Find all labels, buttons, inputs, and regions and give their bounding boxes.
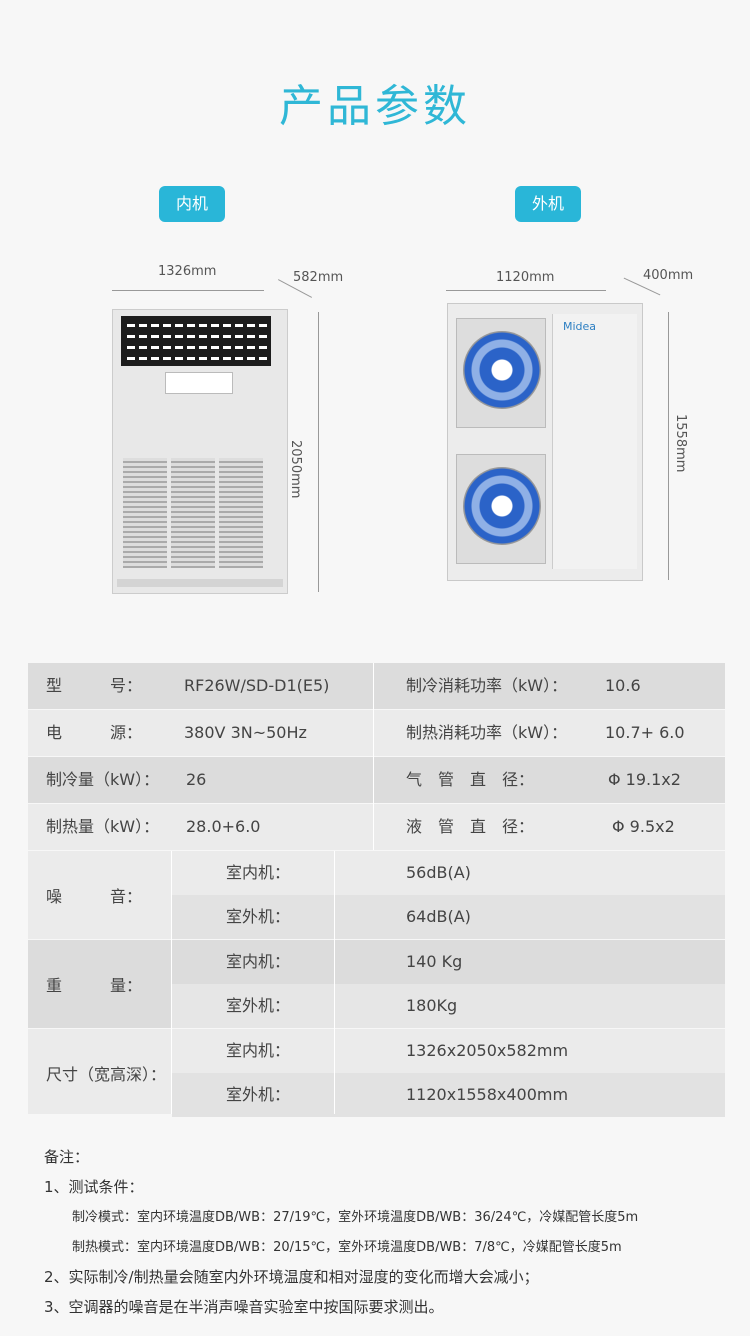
spec-row-model: 型 号： RF26W/SD-D1(E5) 制冷消耗功率（kW）： 10.6 (28, 663, 725, 709)
noise-outdoor-key: 室外机： (226, 907, 291, 926)
weight-indoor-key: 室内机： (226, 952, 291, 971)
spec-row-power: 电 源： 380V 3N~50Hz 制热消耗功率（kW）： 10.7+ 6.0 (28, 710, 725, 756)
outdoor-width-dimension: 1120mm (496, 270, 555, 285)
indoor-height-dimension: 2050mm (288, 440, 303, 499)
indoor-depth-dimension: 582mm (293, 270, 344, 285)
outdoor-label-badge: 外机 (515, 186, 581, 222)
size-indoor-row: 室内机： 1326x2050x582mm (172, 1029, 725, 1073)
size-indoor-key: 室内机： (226, 1041, 291, 1060)
size-indoor-value: 1326x2050x582mm (406, 1041, 569, 1060)
cool-power-value: 10.6 (605, 676, 641, 695)
indoor-base (117, 579, 283, 587)
cool-cap-label: 制冷量（kW）： (46, 770, 160, 789)
notes-heading: 备注： (44, 1148, 90, 1166)
note-2: 2、实际制冷/制热量会随室内外环境温度和相对湿度的变化而增大会减小； (44, 1268, 539, 1286)
spec-row-heat-capacity: 制热量（kW）： 28.0+6.0 液 管 直 径： Φ 9.5x2 (28, 804, 725, 850)
weight-indoor-value: 140 Kg (406, 952, 463, 971)
indoor-width-dimension: 1326mm (158, 264, 217, 279)
indoor-width-line (112, 290, 264, 291)
size-outdoor-key: 室外机： (226, 1085, 291, 1104)
spec-block-size: 尺寸（宽高深）： 室内机： 1326x2050x582mm 室外机： 1120x… (28, 1029, 725, 1117)
spec-block-noise: 噪 音： 室内机： 56dB(A) 室外机： 64dB(A) (28, 851, 725, 939)
outdoor-fan-bottom (456, 454, 546, 564)
weight-indoor-row: 室内机： 140 Kg (172, 940, 725, 984)
note-1: 1、测试条件： (44, 1178, 144, 1196)
outdoor-depth-dimension: 400mm (643, 268, 694, 283)
liquid-pipe-label: 液 管 直 径： (406, 817, 535, 836)
outdoor-width-line (446, 290, 606, 291)
liquid-pipe-value: Φ 9.5x2 (612, 817, 675, 836)
cool-cap-value: 26 (186, 770, 207, 789)
heat-cap-value: 28.0+6.0 (186, 817, 261, 836)
power-value: 380V 3N~50Hz (184, 723, 307, 742)
outdoor-side-panel: Midea (552, 314, 637, 569)
indoor-unit-image (112, 309, 288, 594)
spec-row-cool-capacity: 制冷量（kW）： 26 气 管 直 径： Φ 19.1x2 (28, 757, 725, 803)
weight-outdoor-row: 室外机： 180Kg (172, 984, 725, 1028)
indoor-air-outlet (121, 316, 271, 366)
outdoor-height-dimension: 1558mm (673, 414, 688, 473)
outdoor-height-line (668, 312, 669, 580)
note-1a: 制冷模式：室内环境温度DB/WB：27/19℃，室外环境温度DB/WB：36/2… (72, 1210, 639, 1225)
gas-pipe-label: 气 管 直 径： (406, 770, 535, 789)
heat-cap-label: 制热量（kW）： (46, 817, 160, 836)
indoor-grille-left (123, 458, 167, 568)
weight-label: 重 量： (46, 976, 143, 995)
noise-outdoor-value: 64dB(A) (406, 907, 471, 926)
note-1b: 制热模式：室内环境温度DB/WB：20/15℃，室外环境温度DB/WB：7/8℃… (72, 1240, 622, 1255)
brand-logo: Midea (563, 320, 597, 333)
noise-outdoor-row: 室外机： 64dB(A) (172, 895, 725, 939)
size-outdoor-row: 室外机： 1120x1558x400mm (172, 1073, 725, 1117)
weight-outdoor-key: 室外机： (226, 996, 291, 1015)
group-divider-1 (171, 851, 172, 1114)
indoor-grille-center (171, 458, 215, 568)
indoor-height-line (318, 312, 319, 592)
indoor-control-panel (165, 372, 233, 394)
noise-indoor-row: 室内机： 56dB(A) (172, 851, 725, 895)
outdoor-unit-image: Midea (447, 303, 643, 581)
indoor-label-badge: 内机 (159, 186, 225, 222)
outdoor-fan-top (456, 318, 546, 428)
weight-outdoor-value: 180Kg (406, 996, 458, 1015)
gas-pipe-value: Φ 19.1x2 (608, 770, 681, 789)
noise-indoor-key: 室内机： (226, 863, 291, 882)
note-3: 3、空调器的噪音是在半消声噪音实验室中按国际要求测出。 (44, 1298, 444, 1316)
size-label: 尺寸（宽高深）： (46, 1065, 167, 1084)
size-outdoor-value: 1120x1558x400mm (406, 1085, 569, 1104)
model-label: 型 号： (46, 676, 143, 695)
cool-power-label: 制冷消耗功率（kW）： (406, 676, 568, 695)
heat-power-value: 10.7+ 6.0 (605, 723, 685, 742)
noise-label: 噪 音： (46, 887, 143, 906)
spec-block-weight: 重 量： 室内机： 140 Kg 室外机： 180Kg (28, 940, 725, 1028)
column-divider (373, 663, 374, 850)
group-divider-2 (334, 851, 335, 1114)
model-value: RF26W/SD-D1(E5) (184, 676, 330, 695)
indoor-grille-right (219, 458, 263, 568)
page-title: 产品参数 (279, 81, 471, 132)
noise-indoor-value: 56dB(A) (406, 863, 471, 882)
power-label: 电 源： (46, 723, 143, 742)
heat-power-label: 制热消耗功率（kW）： (406, 723, 568, 742)
